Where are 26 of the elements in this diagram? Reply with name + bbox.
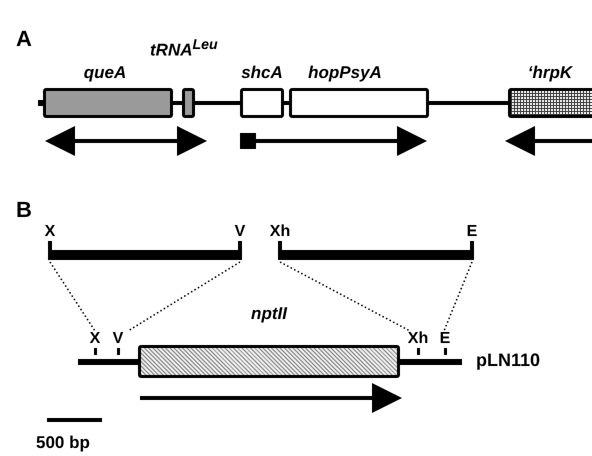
dotted-line: [49, 262, 96, 332]
restriction-site-label: Xh: [270, 224, 290, 240]
plasmid-name: pLN110: [476, 351, 540, 369]
gene-label: ‘hrpK: [528, 64, 572, 82]
restriction-site-label: V: [112, 331, 124, 347]
restriction-site-label: X: [44, 224, 56, 240]
chromosome-line: [429, 101, 508, 105]
gene-label: shcA: [241, 64, 283, 82]
scale-bar-label: 500 bp: [36, 434, 90, 451]
gene-label: hopPsyA: [308, 64, 382, 82]
panel-label: A: [16, 28, 32, 50]
restriction-site-label: X: [90, 331, 100, 347]
dotted-line: [280, 261, 410, 332]
chromosome-line: [173, 101, 182, 105]
dotted-line: [128, 261, 240, 332]
restriction-site-label: E: [440, 331, 450, 347]
chromosome-line: [284, 101, 289, 105]
chromosome-line: [195, 101, 240, 105]
restriction-site-label: Xh: [408, 331, 428, 347]
dotted-line: [443, 262, 473, 332]
gene-label: nptII: [251, 305, 287, 323]
restriction-site-label: E: [466, 224, 478, 240]
restriction-site-label: V: [234, 224, 246, 240]
gene-label: queA: [84, 64, 126, 82]
panel-label: B: [16, 199, 32, 221]
gene-label: tRNA$^{Leu}$: [150, 36, 218, 60]
